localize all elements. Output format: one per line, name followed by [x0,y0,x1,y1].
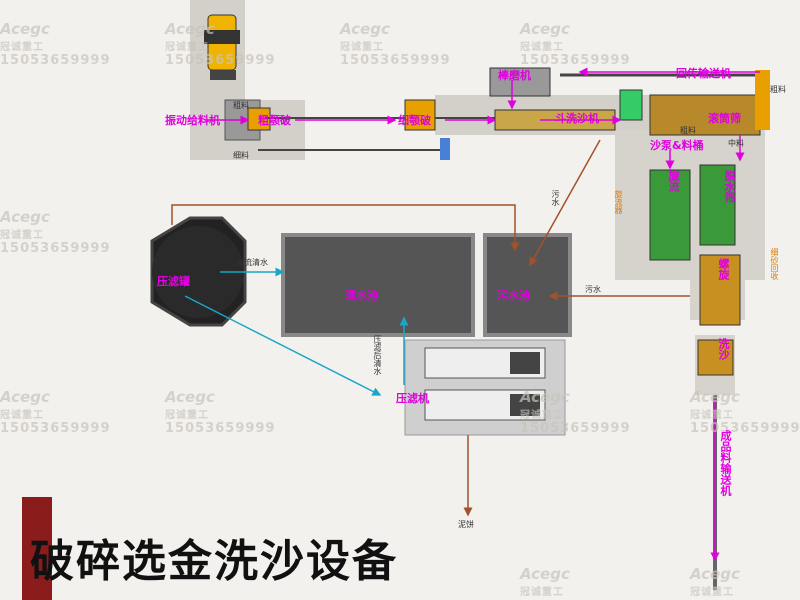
label-clear-pool: 清水池 [345,289,378,302]
label-vibrating-feeder: 振动给料机 [165,114,220,127]
wm-brand: Acegc [0,208,50,226]
label-return-conveyor: 回传输送机 [676,67,731,80]
wm-phone: 15053659999 [165,53,276,68]
wm-brand: Acegc [165,20,215,38]
wm-brand: Acegc [0,20,50,38]
return-conveyor-head [755,70,770,130]
label-finished-conveyor: 成品料输送机 [719,430,732,496]
label-mid: 中料 [728,139,744,148]
label-coarse-1: 粗料 [233,101,249,110]
loader-cab [204,30,240,44]
label-filter-press: 压滤机 [396,392,429,405]
wm-phone: 15053659999 [520,53,631,68]
label-filter-tank: 压滤罐 [157,275,190,288]
wm-brand: Acegc [0,388,50,406]
wm-brand: Acegc [165,388,215,406]
wm-phone: 15053659999 [165,421,276,436]
wm-brand-cn: 冠诚重工 [520,410,564,421]
screen-machine [649,94,761,136]
rod-mill-machine [489,67,551,97]
label-o2: 细砂回收 [770,248,779,280]
dewatering-screen [649,169,691,261]
wm-phone: 15053659999 [340,53,451,68]
wm-brand-cn: 冠诚重工 [0,410,44,421]
wm-brand-cn: 冠诚重工 [340,42,384,53]
wm-phone: 15053659999 [0,241,111,256]
wm-brand-cn: 冠诚重工 [690,587,734,598]
filter-tank-inner [152,226,244,318]
wm-brand-cn: 冠诚重工 [0,230,44,241]
wm-phone: 15053659999 [520,421,631,436]
title-accent-bar [22,497,52,600]
wm-brand-cn: 冠诚重工 [520,587,564,598]
wm-phone: 15053659999 [0,53,111,68]
label-v1: 旋流 [667,170,680,192]
label-sewage-2: 污水 [585,285,601,294]
wm-brand-cn: 冠诚重工 [165,410,209,421]
label-fine-jaw-crusher: 细颚破 [398,114,431,127]
fine-crusher-machine [404,99,436,131]
flow-sewage-top [171,204,520,252]
sand-pump [699,254,741,326]
label-overflow-clear: 溢流清水 [236,258,268,267]
spiral-washer [699,164,736,246]
wm-phone: 15053659999 [690,421,800,436]
clear-pool [281,233,475,337]
wm-brand-cn: 冠诚重工 [520,42,564,53]
page-title: 破碎选金洗沙设备 [30,536,398,587]
wm-brand: Acegc [520,565,570,583]
label-coarse-2: 粗料 [680,126,696,135]
wm-brand-cn: 冠诚重工 [165,42,209,53]
label-rod-mill: 棒磨机 [498,69,531,82]
wm-brand: Acegc [690,565,740,583]
wm-phone: 15053659999 [0,421,111,436]
wm-brand: Acegc [340,20,390,38]
label-press-clear: 压滤后清水 [373,335,382,375]
label-fine-1: 细料 [233,151,249,160]
watermark: Acegc 冠诚重工 [690,565,740,598]
label-coarse-3: 粗料 [770,85,786,94]
label-v4: 洗沙 [717,338,730,360]
label-bucket-washer: 斗洗沙机 [555,112,599,125]
loader-bucket [210,70,236,80]
press-motor-2 [510,394,540,416]
wm-brand: Acegc [520,388,570,406]
wm-brand: Acegc [690,388,740,406]
watermark: Acegc 冠诚重工 [520,565,570,598]
pump-box [697,339,734,376]
label-o1: 旋流器 [614,190,623,214]
label-v3: 螺旋 [717,258,730,280]
wm-brand-cn: 冠诚重工 [0,42,44,53]
label-v2: 脱水筛 [723,170,736,203]
label-mud-cake: 泥饼 [458,520,474,529]
label-sewage-pool: 污水池 [497,289,530,302]
label-sewage-1: 污水 [551,190,560,206]
label-screen: 滚筒筛 [708,112,741,125]
press-motor-1 [510,352,540,374]
motor-1 [440,138,450,160]
label-jaw-crusher: 粗颚破 [258,114,291,127]
flow-to-press [184,295,382,396]
tank-green [619,89,643,121]
sewage-pool [483,233,572,337]
wm-brand: Acegc [520,20,570,38]
wm-brand-cn: 冠诚重工 [690,410,734,421]
label-sand-pump-tank: 沙泵&料桶 [650,139,704,152]
flow-sewage-diag [529,139,601,267]
